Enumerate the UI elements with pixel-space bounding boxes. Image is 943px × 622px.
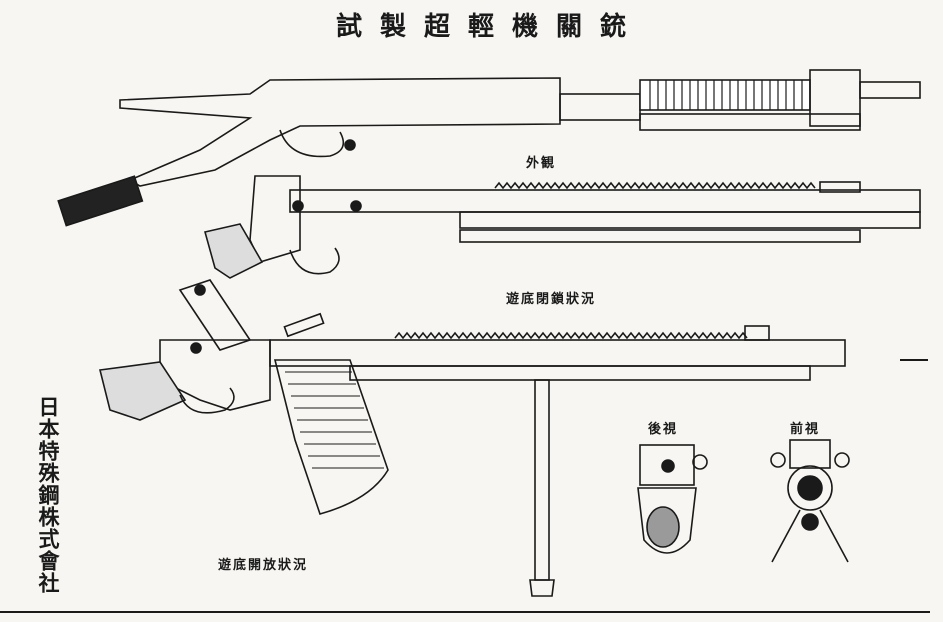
- bolt-open-view-gun: [99, 279, 846, 597]
- bolt-closed-view-gun: [204, 175, 921, 279]
- company-name: 日本特殊鋼株式會社: [36, 396, 61, 594]
- bolt-closed-label: 遊底閉鎖狀況: [506, 292, 597, 307]
- bolt-open-label: 遊底開放狀況: [218, 558, 309, 573]
- rear-view-label: 後視: [648, 422, 679, 437]
- diagram-title: 試製超輕機關銃: [335, 12, 644, 42]
- exterior-label: 外観: [526, 156, 557, 171]
- front-view-drawing: [770, 439, 850, 563]
- rear-view-drawing: [637, 444, 708, 554]
- front-view-label: 前視: [790, 422, 821, 437]
- exterior-view-gun: [57, 69, 921, 227]
